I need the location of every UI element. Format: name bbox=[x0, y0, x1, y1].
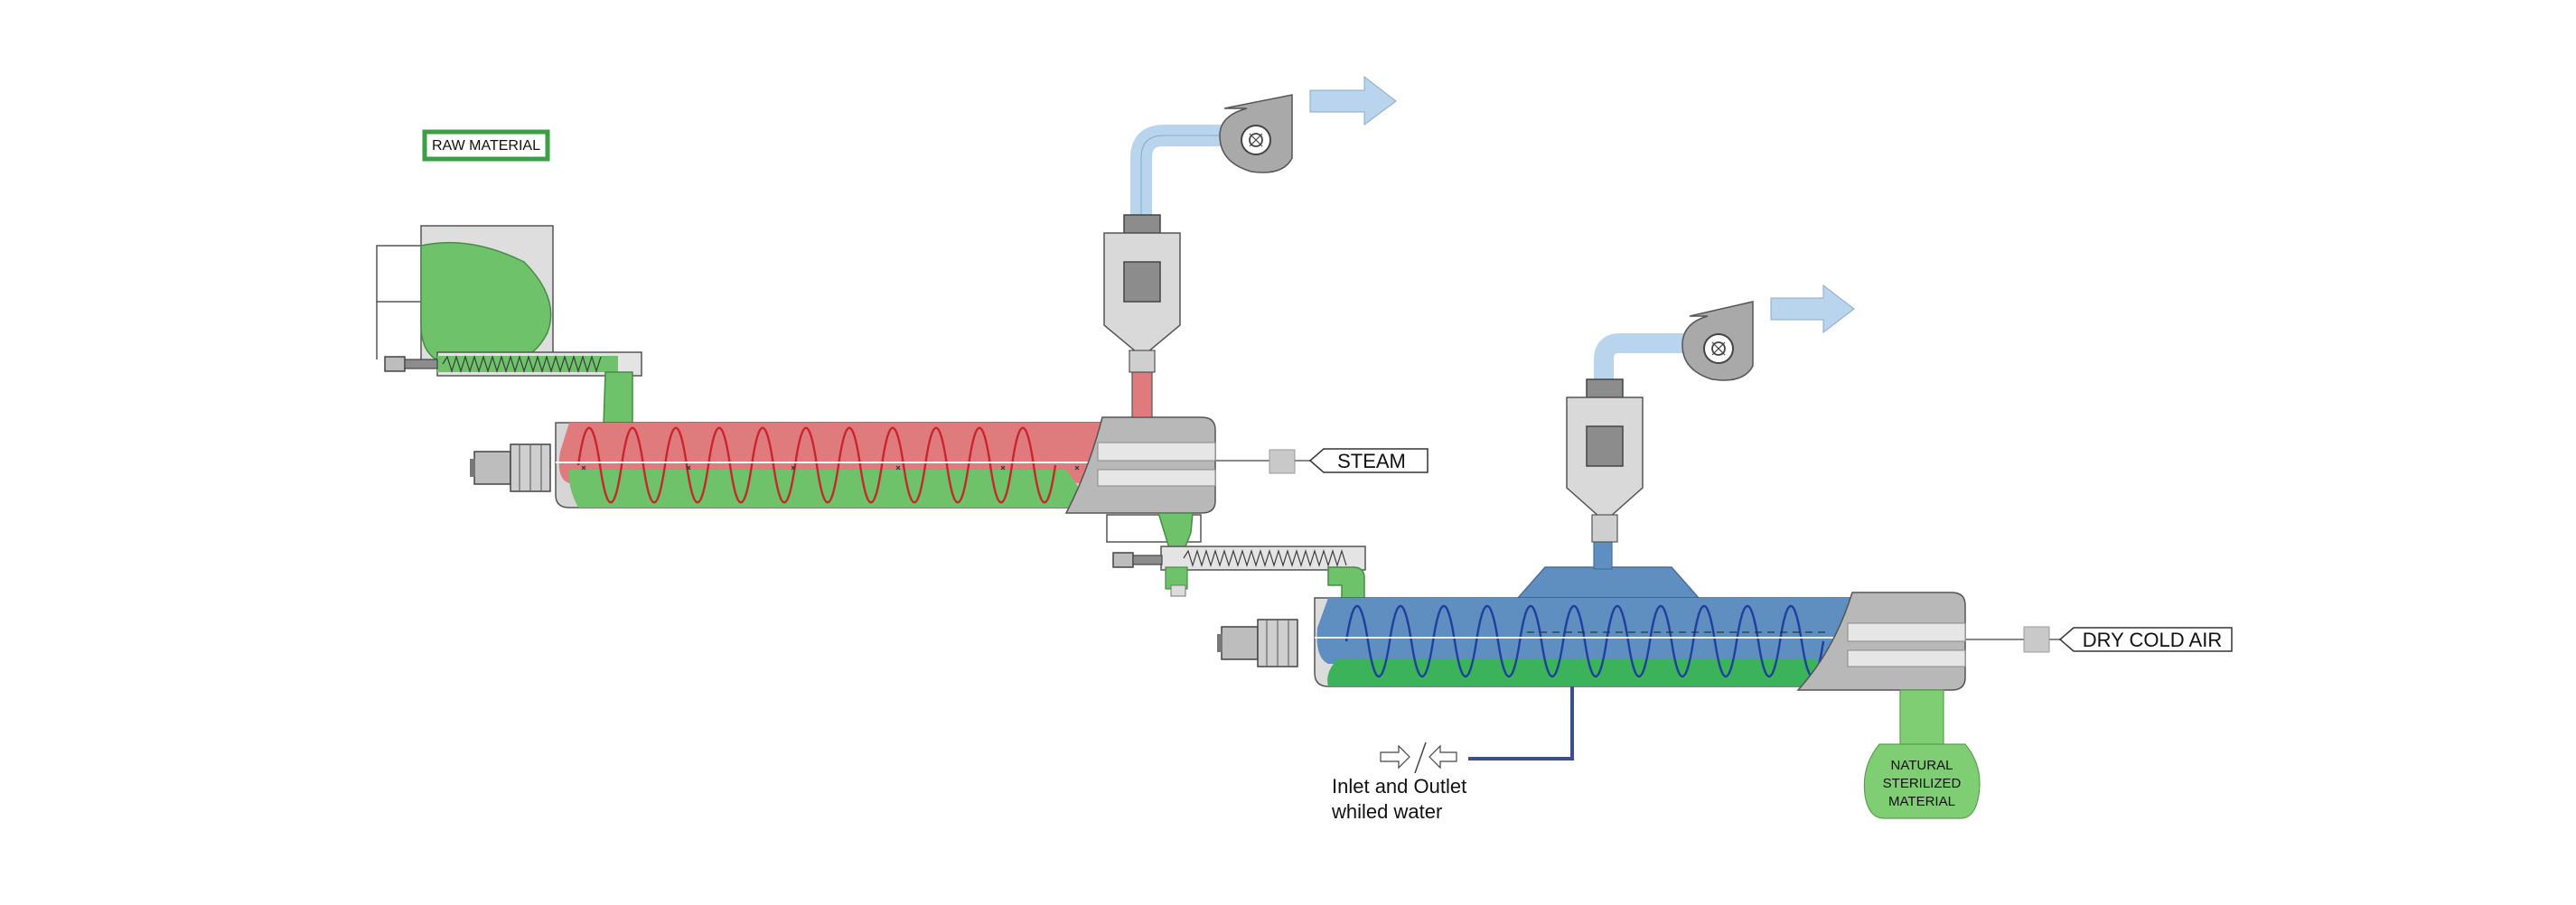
svg-text:whiled water: whiled water bbox=[1331, 800, 1442, 823]
svg-text:DRY COLD AIR: DRY COLD AIR bbox=[2083, 629, 2222, 651]
exhaust-fan-2 bbox=[1681, 284, 1855, 381]
svg-text:MATERIAL: MATERIAL bbox=[1888, 794, 1955, 809]
exhaust-cyclone-1 bbox=[1103, 125, 1224, 373]
chilled-water-line: Inlet and Outlet whiled water bbox=[1331, 686, 1574, 823]
svg-text:RAW MATERIAL: RAW MATERIAL bbox=[432, 138, 540, 154]
dry-cold-air-inlet: DRY COLD AIR bbox=[1965, 626, 2233, 653]
sterilized-material-outlet: NATURAL STERILIZED MATERIAL bbox=[1863, 689, 1981, 819]
svg-text:NATURAL: NATURAL bbox=[1891, 758, 1953, 773]
transfer-screw-conveyor bbox=[1106, 512, 1366, 633]
svg-text:Inlet and Outlet: Inlet and Outlet bbox=[1332, 775, 1466, 798]
steam-sterilizer bbox=[470, 371, 1216, 514]
feed-screw-conveyor bbox=[384, 351, 642, 502]
feed-hopper bbox=[376, 225, 554, 362]
cooling-conveyor bbox=[1217, 541, 1966, 691]
exhaust-fan-1 bbox=[1219, 75, 1397, 173]
svg-text:STEAM: STEAM bbox=[1337, 450, 1406, 472]
raw-material-label: RAW MATERIAL bbox=[422, 129, 550, 162]
steam-inlet: STEAM bbox=[1215, 448, 1429, 474]
exhaust-cyclone-2 bbox=[1566, 333, 1690, 543]
svg-text:STERILIZED: STERILIZED bbox=[1883, 776, 1962, 791]
